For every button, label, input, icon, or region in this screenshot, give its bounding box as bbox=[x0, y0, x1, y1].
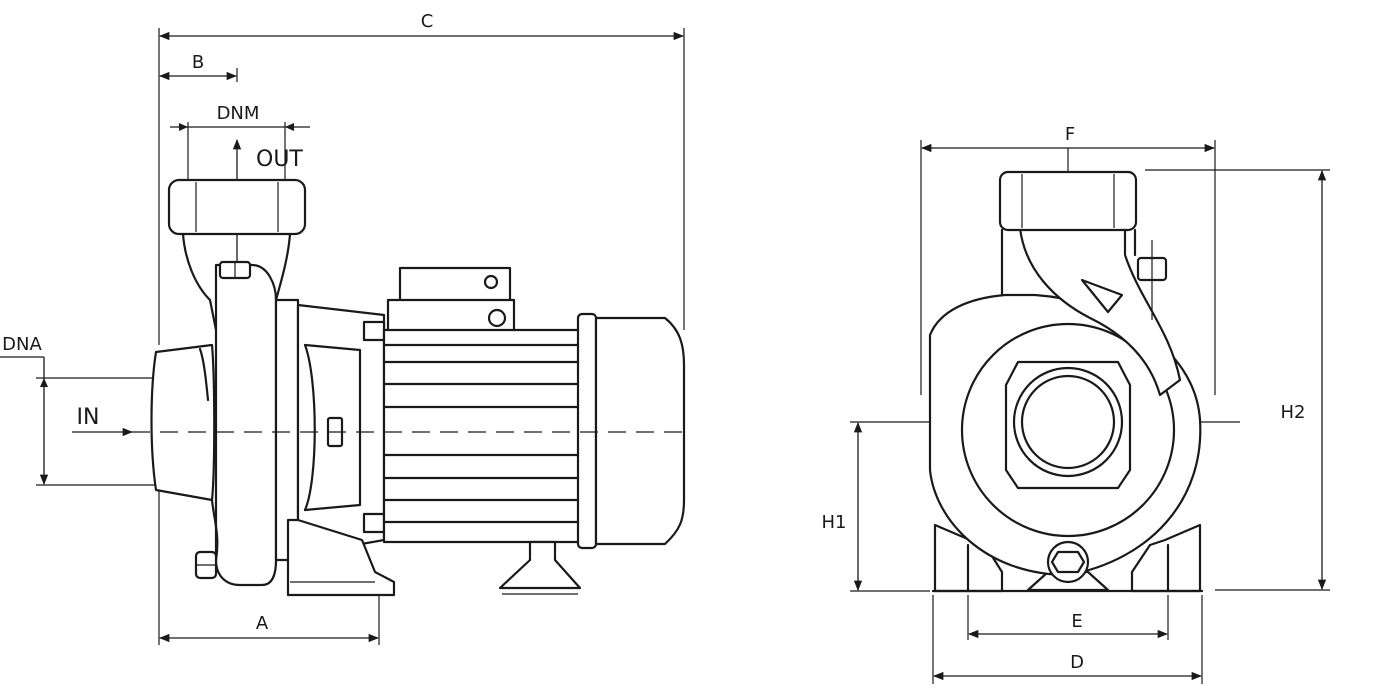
label-e: E bbox=[1071, 611, 1082, 632]
label-out: OUT bbox=[256, 147, 303, 172]
motor-foot bbox=[498, 540, 582, 590]
label-b: B bbox=[192, 52, 204, 73]
volute-casing bbox=[214, 263, 278, 587]
front-neck bbox=[1000, 228, 1137, 297]
bracket-window bbox=[303, 343, 362, 512]
motor-fins bbox=[382, 343, 582, 524]
outlet-neck bbox=[181, 232, 292, 332]
label-h1: H1 bbox=[822, 512, 847, 533]
front-drain-hex bbox=[1050, 550, 1086, 574]
front-outlet-flange bbox=[998, 170, 1138, 232]
dnm-arrow-right bbox=[285, 123, 294, 131]
rotation-arrow-icon bbox=[1080, 278, 1124, 314]
front-drain-plug bbox=[1046, 540, 1090, 584]
pump-foot bbox=[286, 518, 396, 597]
label-f: F bbox=[1065, 124, 1075, 145]
dnm-arrow-left bbox=[179, 123, 188, 131]
label-h2: H2 bbox=[1281, 402, 1306, 423]
label-c: C bbox=[421, 11, 434, 32]
bracket-window-curve bbox=[303, 343, 316, 512]
label-a: A bbox=[256, 613, 269, 634]
label-dnm: DNM bbox=[217, 103, 260, 124]
inlet-bore bbox=[1020, 374, 1116, 470]
motor-end-ring bbox=[576, 312, 598, 550]
cable-gland bbox=[487, 308, 507, 328]
volute-discharge bbox=[1018, 226, 1182, 397]
volute-outer bbox=[960, 322, 1176, 538]
outlet-flange bbox=[167, 178, 307, 236]
dna-arrow-top bbox=[40, 378, 48, 387]
bracket-bolt bbox=[362, 512, 386, 534]
bracket-bolt bbox=[362, 320, 386, 342]
label-d: D bbox=[1070, 652, 1084, 673]
terminal-screw bbox=[483, 274, 499, 290]
label-in: IN bbox=[77, 405, 100, 430]
side-view: C B DNM OUT DNA IN A bbox=[0, 11, 690, 645]
front-view: F H2 H1 E D bbox=[822, 124, 1330, 684]
label-dna: DNA bbox=[2, 334, 42, 355]
foot-ribs bbox=[966, 543, 1170, 593]
inlet-rib bbox=[198, 347, 210, 402]
fan-cover bbox=[594, 316, 686, 546]
motor-body bbox=[382, 328, 582, 544]
